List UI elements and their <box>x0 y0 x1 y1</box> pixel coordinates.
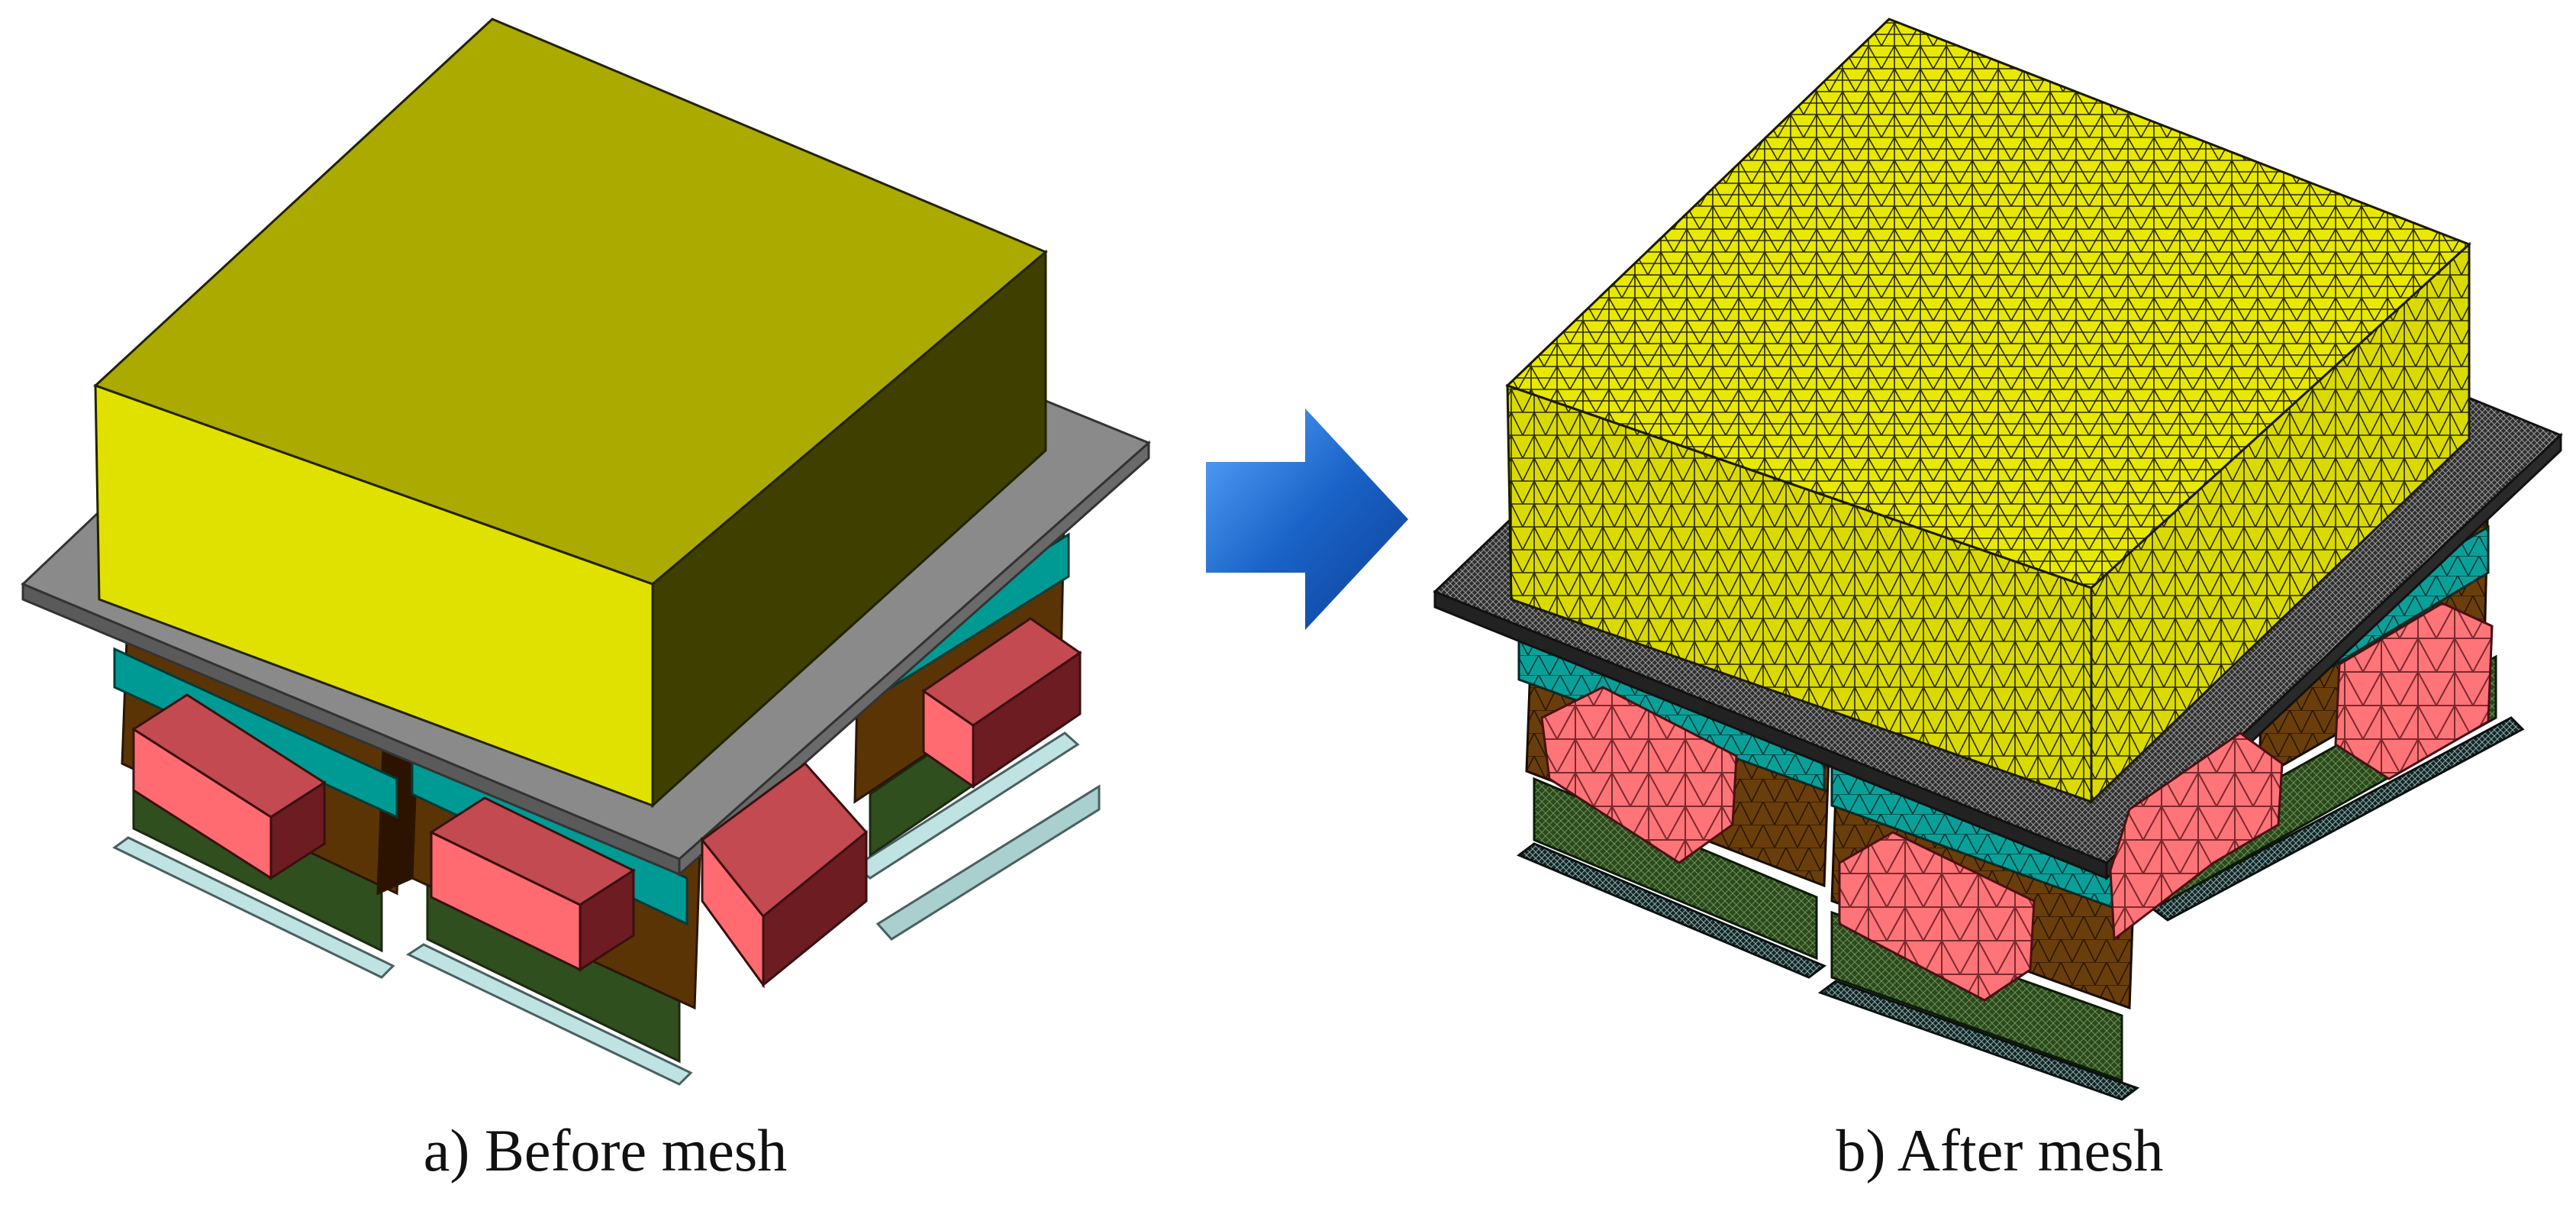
base-plates <box>112 731 1101 1086</box>
yellow-block <box>93 18 1048 809</box>
meshed-yellow-block <box>1505 18 2471 805</box>
meshed-base-plates <box>1517 716 2525 1101</box>
right-arrow-icon <box>1206 409 1408 630</box>
before-mesh-model <box>21 18 1151 1086</box>
caption-before-mesh: a) Before mesh <box>423 1117 788 1184</box>
caption-after-mesh: b) After mesh <box>1836 1117 2164 1184</box>
meshed-pink-coils <box>1540 602 2494 1002</box>
after-mesh-model <box>1433 18 2563 1101</box>
pink-coils <box>131 617 1082 989</box>
